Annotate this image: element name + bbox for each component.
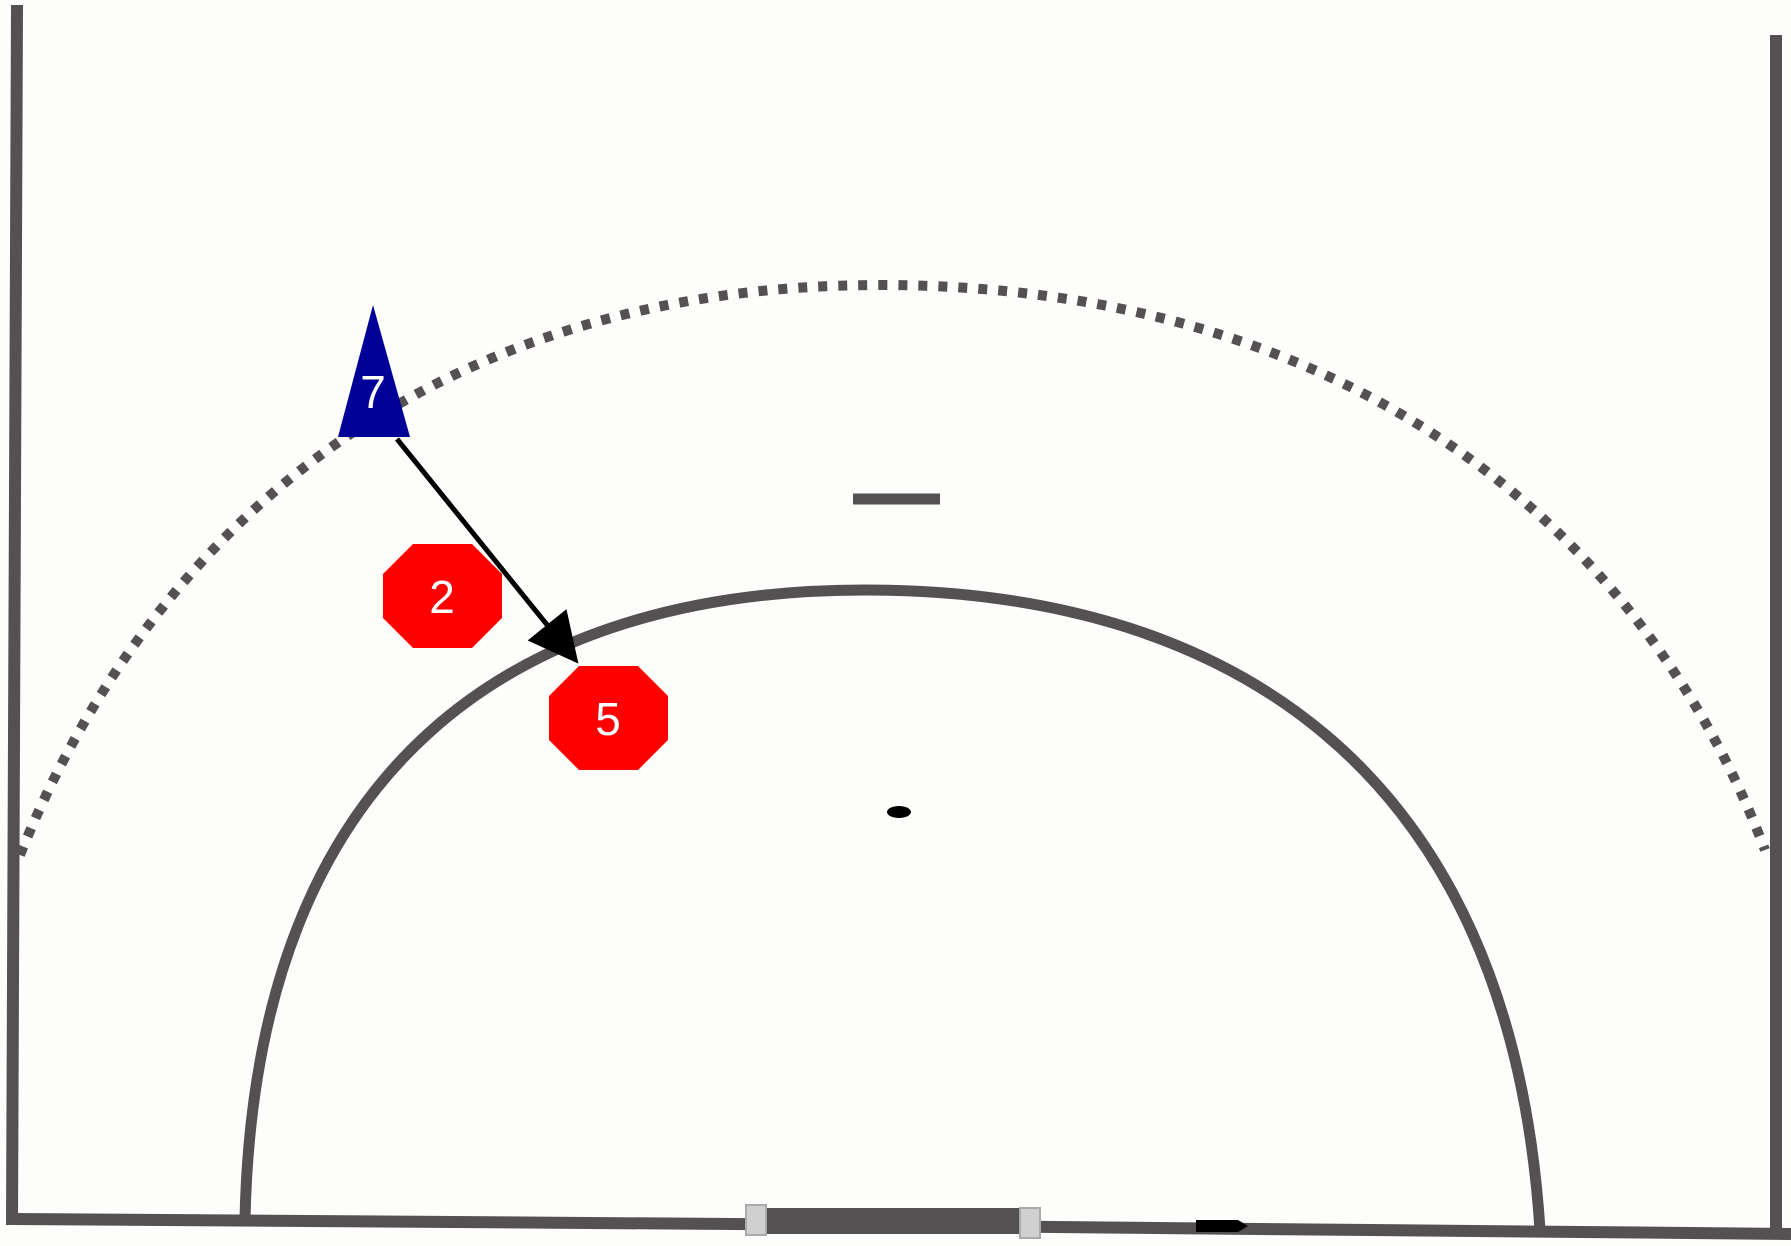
left-sideline <box>6 4 23 1226</box>
defender-5-label: 5 <box>595 693 621 745</box>
octagon-icon <box>383 544 502 648</box>
triangle-icon <box>338 305 410 437</box>
left-goal-post <box>745 1204 767 1236</box>
right-goal-post <box>1019 1207 1041 1239</box>
defender-5-token[interactable]: 5 <box>549 666 668 770</box>
octagon-icon <box>549 666 668 770</box>
goalkeeper-mark <box>887 806 911 818</box>
free-throw-line <box>15 279 1770 857</box>
attacker-7-token[interactable]: 7 <box>338 305 410 437</box>
defender-2-token[interactable]: 2 <box>383 544 502 648</box>
goal-line-mark <box>1196 1220 1248 1232</box>
goal-line <box>11 1213 1791 1240</box>
attacker-7-label: 7 <box>360 366 386 418</box>
goal-area-line <box>239 584 1546 1231</box>
movement-arrow <box>395 437 579 664</box>
defender-2-label: 2 <box>429 571 455 623</box>
goal <box>765 1208 1020 1234</box>
